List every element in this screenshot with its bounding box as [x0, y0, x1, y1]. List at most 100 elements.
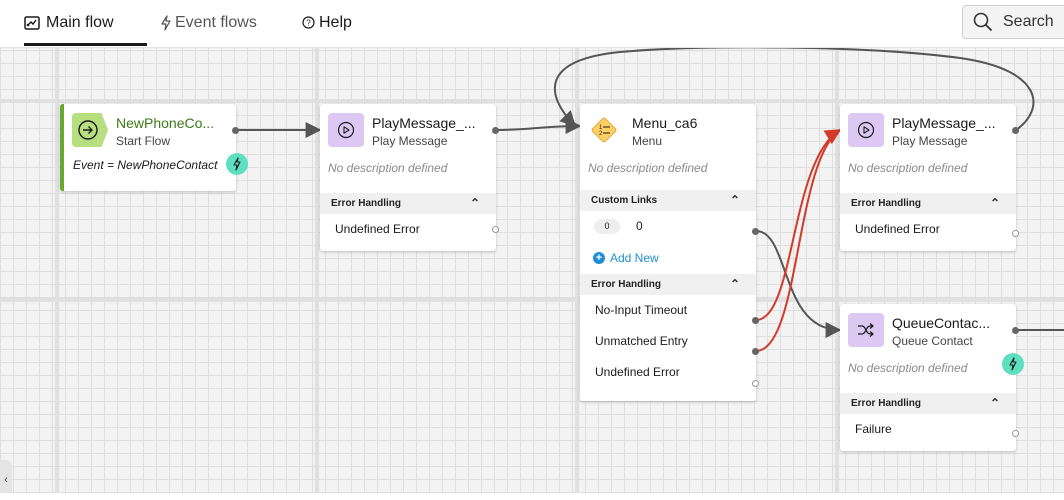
output-port[interactable]	[1012, 430, 1019, 437]
section-title: Error Handling	[591, 279, 662, 290]
link-label: 0	[636, 219, 643, 233]
output-port[interactable]	[1012, 127, 1019, 134]
wire-timeout-to-play2	[755, 129, 842, 321]
grid-major-line	[55, 47, 59, 493]
error-handling-header[interactable]: Error Handling ⌃	[840, 393, 1016, 414]
error-row-label: No-Input Timeout	[595, 303, 688, 317]
search-label: Search	[1003, 13, 1054, 30]
error-row: No-Input Timeout	[580, 295, 756, 326]
output-port[interactable]	[1012, 230, 1019, 237]
tab-help-label: Help	[319, 13, 352, 31]
add-new-label: Add New	[610, 251, 659, 265]
node-description: No description defined	[588, 161, 708, 175]
event-badge-icon[interactable]	[1002, 353, 1024, 375]
grid-major-line	[0, 99, 1064, 103]
tab-main-flow-label: Main flow	[46, 13, 114, 31]
node-play-message-2[interactable]: PlayMessage_... Play Message No descript…	[840, 104, 1019, 251]
error-row-label: Undefined Error	[855, 222, 940, 236]
error-row: Unmatched Entry	[580, 326, 756, 357]
error-row-label: Undefined Error	[595, 365, 680, 379]
search-icon	[973, 12, 993, 32]
wire-unmatched-to-play2	[755, 129, 841, 352]
node-start-flow[interactable]: NewPhoneCo... Start Flow Event = NewPhon…	[60, 104, 248, 191]
output-port[interactable]	[752, 348, 759, 355]
section-title: Error Handling	[331, 198, 402, 209]
tab-event-flows[interactable]: Event flows	[160, 0, 257, 45]
error-row: Undefined Error	[840, 214, 1016, 245]
tab-event-flows-label: Event flows	[175, 13, 257, 31]
node-type: Play Message	[892, 134, 968, 148]
error-row: Failure	[840, 414, 1016, 445]
section-title: Error Handling	[851, 198, 922, 209]
top-tab-bar: Main flow Event flows ? Help Search	[0, 0, 1064, 48]
tab-help[interactable]: ? Help	[302, 0, 352, 45]
chevron-up-icon[interactable]: ⌃	[989, 196, 1000, 210]
node-type: Menu	[632, 134, 663, 148]
grid-major-line	[835, 47, 839, 493]
flow-chart-icon	[24, 15, 40, 30]
section-title: Error Handling	[851, 398, 922, 409]
play-icon	[328, 113, 364, 147]
node-type: Queue Contact	[892, 334, 973, 348]
error-handling-header[interactable]: Error Handling ⌃	[580, 274, 756, 295]
output-port[interactable]	[232, 127, 239, 134]
event-badge-icon[interactable]	[226, 153, 248, 175]
node-type: Play Message	[372, 134, 448, 148]
grid-major-line	[315, 47, 319, 493]
node-description: No description defined	[848, 361, 968, 375]
node-description: No description defined	[848, 161, 968, 175]
svg-text:2: 2	[599, 131, 603, 137]
error-handling-header[interactable]: Error Handling ⌃	[320, 193, 496, 214]
grid-major-line	[0, 298, 1064, 302]
active-tab-indicator	[24, 43, 147, 46]
node-title: PlayMessage_...	[892, 115, 996, 131]
search-button[interactable]: Search	[962, 5, 1064, 39]
node-title: QueueContac...	[892, 315, 991, 331]
tab-main-flow[interactable]: Main flow	[24, 0, 114, 45]
output-port[interactable]	[752, 317, 759, 324]
chevron-up-icon[interactable]: ⌃	[469, 196, 480, 210]
node-queue-contact[interactable]: QueueContac... Queue Contact No descript…	[840, 304, 1024, 451]
custom-links-header[interactable]: Custom Links ⌃	[580, 190, 756, 211]
start-flow-icon	[72, 113, 108, 147]
chevron-up-icon[interactable]: ⌃	[989, 396, 1000, 410]
shuffle-icon	[848, 313, 884, 347]
output-port[interactable]	[1012, 327, 1019, 334]
error-row-label: Undefined Error	[335, 222, 420, 236]
error-row-label: Unmatched Entry	[595, 334, 688, 348]
wire-play1-to-menu	[495, 118, 582, 135]
svg-text:1: 1	[599, 125, 603, 131]
section-title: Custom Links	[591, 195, 658, 206]
chevron-up-icon[interactable]: ⌃	[729, 277, 740, 291]
output-port[interactable]	[492, 226, 499, 233]
node-play-message-1[interactable]: PlayMessage_... Play Message No descript…	[320, 104, 499, 251]
svg-text:?: ?	[306, 19, 311, 28]
node-title: Menu_ca6	[632, 115, 698, 131]
error-handling-header[interactable]: Error Handling ⌃	[840, 193, 1016, 214]
output-port[interactable]	[752, 228, 759, 235]
error-row: Undefined Error	[320, 214, 499, 245]
node-title: PlayMessage_...	[372, 115, 476, 131]
event-trigger-label: Event = NewPhoneContact	[73, 158, 218, 172]
node-type: Start Flow	[116, 134, 171, 148]
wire-menu-link-to-queue	[755, 230, 842, 338]
plus-icon: +	[593, 252, 605, 264]
link-key-chip: 0	[594, 219, 620, 235]
lightning-icon	[160, 14, 172, 31]
panel-collapse-toggle[interactable]: ‹	[0, 460, 12, 493]
output-port[interactable]	[752, 380, 759, 387]
chevron-left-icon: ‹	[4, 474, 8, 486]
output-port[interactable]	[492, 127, 499, 134]
node-description: No description defined	[328, 161, 448, 175]
error-row-label: Failure	[855, 422, 892, 436]
add-new-link-button[interactable]: + Add New	[580, 242, 756, 274]
chevron-up-icon[interactable]: ⌃	[729, 193, 740, 207]
help-circle-icon: ?	[302, 16, 315, 29]
error-row: Undefined Error	[580, 357, 756, 388]
play-icon	[848, 113, 884, 147]
grid-major-line	[575, 47, 579, 493]
node-title: NewPhoneCo...	[116, 115, 215, 131]
